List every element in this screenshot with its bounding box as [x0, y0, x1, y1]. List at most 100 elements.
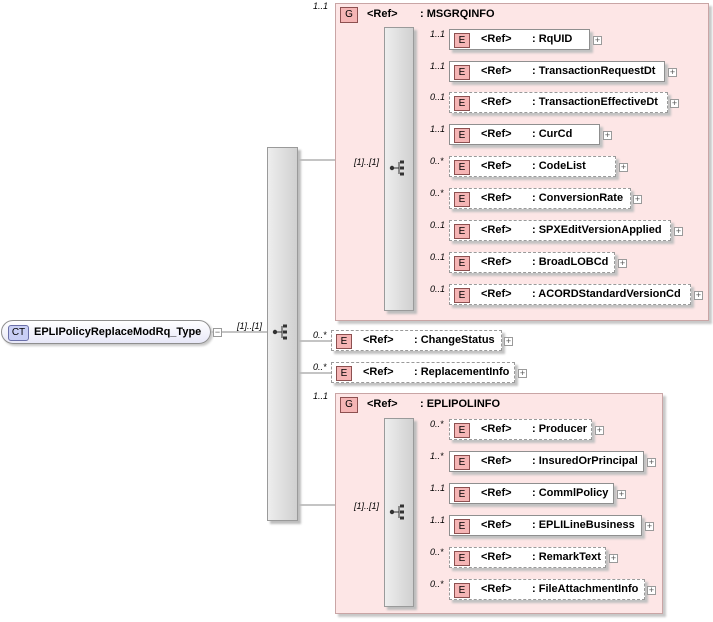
element-icon: E [454, 33, 470, 48]
element-name: : CurCd [532, 128, 573, 140]
element-icon: E [336, 366, 352, 381]
expand-icon[interactable]: + [668, 67, 677, 77]
element-icon: E [454, 160, 470, 175]
element-transactioneffectivedt[interactable]: E <Ref> : TransactionEffectiveDt [449, 92, 668, 113]
expand-icon[interactable]: + [647, 585, 656, 595]
expand-icon[interactable]: + [609, 553, 618, 563]
element-ref: <Ref> [481, 551, 512, 563]
element-name: : ReplacementInfo [414, 366, 510, 378]
expand-icon[interactable]: + [595, 425, 604, 435]
group-ref: <Ref> [367, 8, 398, 20]
element-icon: E [336, 334, 352, 349]
element-cardinality: 1..1 [430, 29, 446, 39]
element-cardinality: 1..1 [430, 124, 446, 134]
element-spxeditversionapplied[interactable]: E <Ref> : SPXEditVersionApplied [449, 220, 671, 241]
expand-icon[interactable]: + [617, 489, 626, 499]
complex-type-icon: CT [8, 325, 29, 341]
element-icon: E [454, 487, 470, 502]
element-name: : ACORDStandardVersionCd [532, 288, 681, 300]
element-insuredorprincipal[interactable]: E <Ref> : InsuredOrPrincipal [449, 451, 644, 472]
element-ref: <Ref> [363, 366, 394, 378]
element-icon: E [454, 551, 470, 566]
element-name: : SPXEditVersionApplied [532, 224, 662, 236]
element-name: : CodeList [532, 160, 586, 172]
expand-icon[interactable]: + [645, 521, 654, 531]
group-icon: G [340, 7, 358, 23]
group-header: G <Ref> : EPLIPOLINFO [340, 397, 540, 413]
element-cardinality: 0..* [430, 419, 444, 429]
element-ref: <Ref> [481, 65, 512, 77]
element-name: : CommlPolicy [532, 487, 609, 499]
element-acordstandardversioncd[interactable]: E <Ref> : ACORDStandardVersionCd [449, 284, 691, 305]
element-cardinality: 0..1 [430, 252, 446, 262]
complex-type-root[interactable]: CT EPLIPolicyReplaceModRq_Type [1, 320, 211, 344]
expand-icon[interactable]: + [518, 368, 527, 378]
element-cardinality: 0..* [313, 330, 327, 340]
element-ref: <Ref> [363, 334, 394, 346]
element-name: : InsuredOrPrincipal [532, 455, 638, 467]
element-icon: E [454, 128, 470, 143]
element-cardinality: 1..1 [430, 483, 446, 493]
element-broadlobcd[interactable]: E <Ref> : BroadLOBCd [449, 252, 615, 273]
element-name: : TransactionEffectiveDt [532, 96, 658, 108]
element-rquid[interactable]: E <Ref> : RqUID [449, 29, 590, 50]
element-name: : BroadLOBCd [532, 256, 609, 268]
expand-icon[interactable]: + [633, 194, 642, 204]
element-ref: <Ref> [481, 224, 512, 236]
element-remarktext[interactable]: E <Ref> : RemarkText [449, 547, 606, 568]
element-icon: E [454, 288, 470, 303]
element-replacementinfo[interactable]: E <Ref> : ReplacementInfo [331, 362, 515, 383]
element-ref: <Ref> [481, 33, 512, 45]
expand-icon[interactable]: + [603, 130, 612, 140]
expand-icon[interactable]: + [504, 336, 513, 346]
sequence-icon [389, 160, 404, 176]
element-icon: E [454, 423, 470, 438]
element-conversionrate[interactable]: E <Ref> : ConversionRate [449, 188, 631, 209]
group-icon: G [340, 397, 358, 413]
expand-icon[interactable]: + [674, 226, 683, 236]
element-icon: E [454, 455, 470, 470]
element-name: : EPLILineBusiness [532, 519, 635, 531]
element-ref: <Ref> [481, 160, 512, 172]
element-changestatus[interactable]: E <Ref> : ChangeStatus [331, 330, 502, 351]
element-curcd[interactable]: E <Ref> : CurCd [449, 124, 600, 145]
element-producer[interactable]: E <Ref> : Producer [449, 419, 592, 440]
group-cardinality: 1..1 [313, 1, 329, 11]
element-ref: <Ref> [481, 519, 512, 531]
element-ref: <Ref> [481, 487, 512, 499]
element-icon: E [454, 96, 470, 111]
element-commlpolicy[interactable]: E <Ref> : CommlPolicy [449, 483, 614, 504]
element-fileattachmentinfo[interactable]: E <Ref> : FileAttachmentInfo [449, 579, 645, 600]
element-ref: <Ref> [481, 192, 512, 204]
expand-icon[interactable]: + [647, 457, 656, 467]
element-eplilinebusiness[interactable]: E <Ref> : EPLILineBusiness [449, 515, 642, 536]
element-name: : FileAttachmentInfo [532, 583, 639, 595]
element-ref: <Ref> [481, 583, 512, 595]
element-ref: <Ref> [481, 288, 512, 300]
element-cardinality: 0..* [313, 362, 327, 372]
element-cardinality: 0..1 [430, 220, 446, 230]
element-transactionrequestdt[interactable]: E <Ref> : TransactionRequestDt [449, 61, 665, 82]
element-cardinality: 0..* [430, 547, 444, 557]
element-name: : RqUID [532, 33, 573, 45]
element-icon: E [454, 192, 470, 207]
element-icon: E [454, 224, 470, 239]
element-cardinality: 0..* [430, 188, 444, 198]
element-icon: E [454, 519, 470, 534]
collapse-icon[interactable]: − [213, 327, 222, 337]
element-cardinality: 0..* [430, 579, 444, 589]
group-name: : MSGRQINFO [420, 8, 495, 20]
element-cardinality: 0..1 [430, 92, 446, 102]
expand-icon[interactable]: + [670, 98, 679, 108]
expand-icon[interactable]: + [694, 290, 703, 300]
complex-type-name: EPLIPolicyReplaceModRq_Type [34, 326, 202, 338]
expand-icon[interactable]: + [619, 162, 628, 172]
element-name: : RemarkText [532, 551, 601, 563]
element-codelist[interactable]: E <Ref> : CodeList [449, 156, 616, 177]
expand-icon[interactable]: + [618, 258, 627, 268]
element-name: : ConversionRate [532, 192, 624, 204]
sequence-icon [272, 324, 287, 340]
element-cardinality: 1..1 [430, 61, 446, 71]
expand-icon[interactable]: + [593, 35, 602, 45]
element-icon: E [454, 256, 470, 271]
